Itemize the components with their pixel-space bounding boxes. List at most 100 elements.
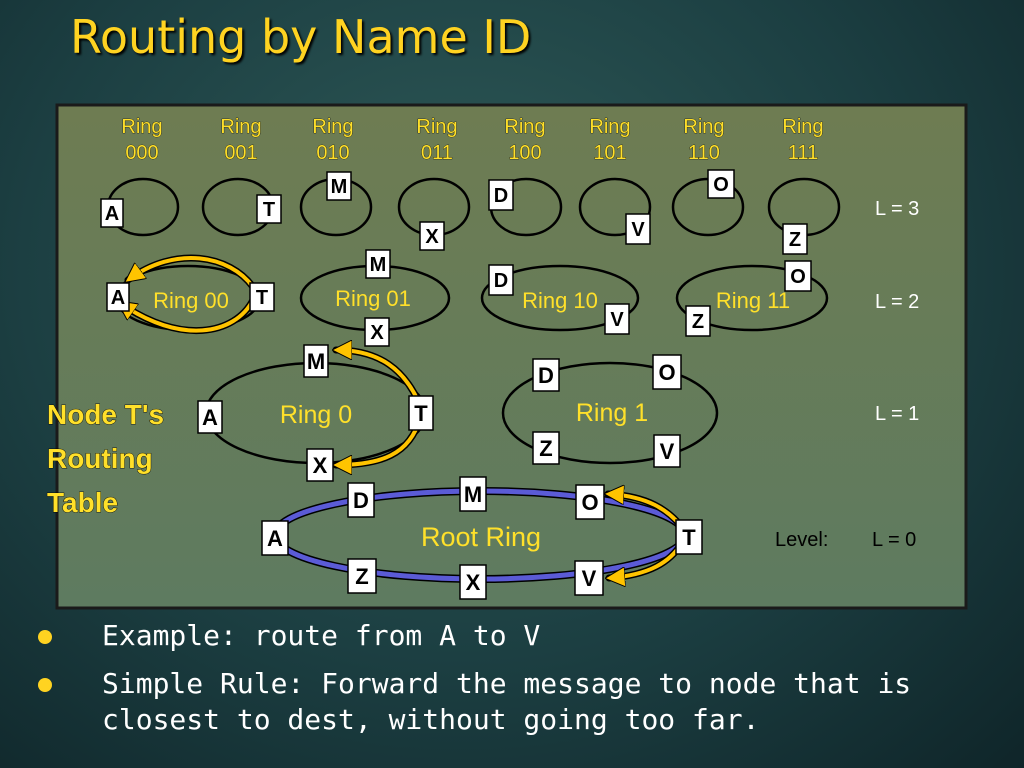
node-z-label: Z <box>355 564 368 589</box>
node-x-label: X <box>313 453 328 478</box>
ring-10 <box>480 264 640 332</box>
node-v-label: V <box>610 309 624 331</box>
route-arrow-t-to-m <box>336 350 422 407</box>
node-z-label: Z <box>692 311 704 333</box>
node-m-label: M <box>331 176 348 198</box>
node-a-label: A <box>111 287 125 309</box>
node-v-label: V <box>582 566 597 591</box>
level-1-label: L = 1 <box>875 403 919 425</box>
level-2-label: L = 2 <box>875 291 919 313</box>
node-z-box: Z <box>532 431 560 465</box>
node-m-box: M <box>459 476 487 512</box>
node-d-label: D <box>494 270 508 292</box>
node-d-box: D <box>488 264 514 296</box>
route-arrow-t-to-a-lower <box>120 298 255 333</box>
node-d-box: D <box>532 358 560 392</box>
node-d-label: D <box>353 488 369 513</box>
node-m-box: M <box>326 171 352 201</box>
node-o-label: O <box>581 490 598 515</box>
node-t-box: T <box>408 395 434 431</box>
node-o-label: O <box>790 266 806 288</box>
node-o-label: O <box>713 174 729 196</box>
node-d-box: D <box>488 179 514 211</box>
node-t-box: T <box>249 282 275 312</box>
node-z-label: Z <box>789 229 801 251</box>
node-x-label: X <box>466 570 481 595</box>
node-z-box: Z <box>782 223 808 255</box>
node-t-label: T <box>682 525 696 550</box>
node-t-label: T <box>263 199 275 221</box>
node-m-label: M <box>307 349 325 374</box>
node-x-box: X <box>364 317 390 347</box>
node-x-label: X <box>425 226 439 248</box>
bullet-list: Example: route from A to V Simple Rule: … <box>38 618 998 750</box>
level-caption: Level: <box>775 529 828 551</box>
route-arrow-t-to-a-upper <box>128 256 255 289</box>
node-t-label: T <box>414 401 428 426</box>
node-d-label: D <box>538 363 554 388</box>
level-3-label: L = 3 <box>875 198 919 220</box>
node-v-box: V <box>574 560 604 596</box>
ring-11 <box>675 264 829 332</box>
root-ring-label: Root Ring <box>421 522 541 552</box>
node-o-box: O <box>652 354 682 390</box>
node-t-box: T <box>675 519 703 555</box>
bullet-icon <box>38 630 52 644</box>
node-z-label: Z <box>539 436 552 461</box>
node-t-box: T <box>256 194 282 224</box>
bullet-item: Example: route from A to V <box>38 618 998 654</box>
node-v-label: V <box>631 219 645 241</box>
node-m-label: M <box>464 482 482 507</box>
node-x-box: X <box>459 564 487 600</box>
node-v-label: V <box>660 439 675 464</box>
node-a-box: A <box>106 282 130 312</box>
node-a-box: A <box>100 198 124 228</box>
node-z-box: Z <box>685 305 711 337</box>
ring-101 <box>578 177 652 237</box>
node-d-box: D <box>347 482 375 518</box>
node-x-box: X <box>306 448 334 482</box>
node-o-box: O <box>575 484 605 520</box>
node-a-box: A <box>197 400 223 434</box>
node-d-label: D <box>494 185 508 207</box>
node-o-box: O <box>784 260 812 292</box>
node-o-box: O <box>707 169 735 199</box>
ring-01-label: Ring 01 <box>335 286 411 311</box>
node-x-box: X <box>419 221 445 251</box>
bullet-icon <box>38 678 52 692</box>
node-z-box: Z <box>347 558 377 594</box>
node-v-box: V <box>625 213 651 245</box>
bullet-text: Example: route from A to V <box>102 619 541 652</box>
bullet-item: Simple Rule: Forward the message to node… <box>38 666 998 738</box>
node-a-label: A <box>105 203 119 225</box>
node-v-box: V <box>604 303 630 335</box>
node-m-label: M <box>370 254 387 276</box>
node-m-box: M <box>365 249 391 279</box>
level-0-label: L = 0 <box>872 529 916 551</box>
ring-11-label: Ring 11 <box>716 288 790 313</box>
node-m-box: M <box>303 344 329 378</box>
ring-10-label: Ring 10 <box>522 288 598 313</box>
ring-1 <box>501 361 719 465</box>
node-o-label: O <box>658 360 675 385</box>
node-t-label: T <box>256 287 268 309</box>
node-a-label: A <box>202 405 218 430</box>
node-v-box: V <box>653 434 681 468</box>
node-a-box: A <box>261 520 289 556</box>
ring-00-label: Ring 00 <box>153 288 229 313</box>
node-a-label: A <box>267 526 283 551</box>
slide-title: Routing by Name ID <box>70 10 532 64</box>
ring-0-label: Ring 0 <box>280 401 352 429</box>
